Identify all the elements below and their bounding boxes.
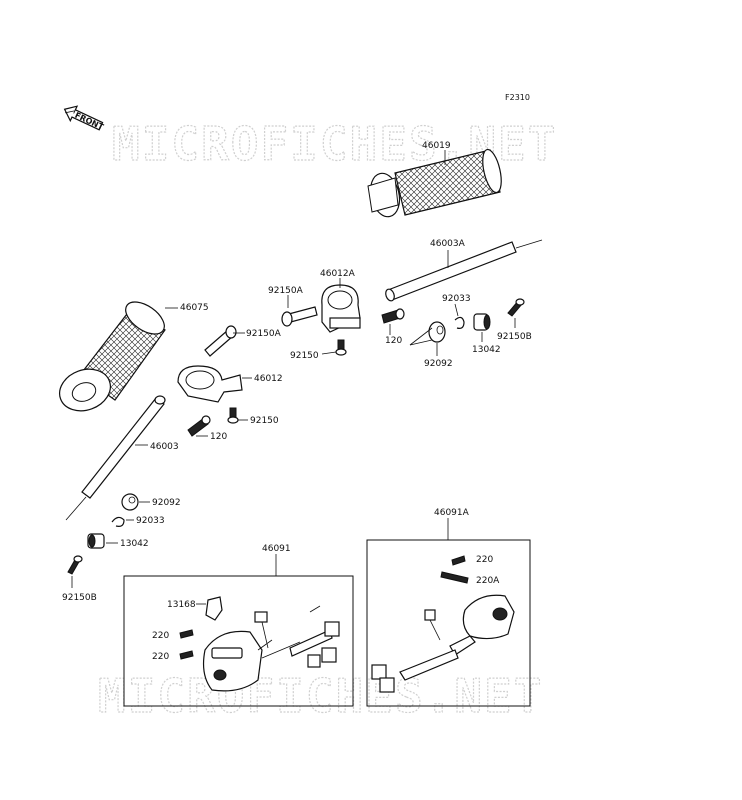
bolt-120-mid: [187, 415, 211, 437]
handlebar-46003A: [385, 239, 543, 302]
label-92150-top: 92150: [290, 351, 319, 361]
clamp-46012: [177, 365, 243, 403]
screw-220-a: [179, 629, 194, 639]
bracket-13168: [205, 596, 223, 621]
watermark-bottom: MICROFICHES.NET: [98, 669, 543, 723]
weight-13042-top: [473, 313, 491, 331]
bolt-92150A-mid: [204, 325, 237, 357]
screw-220-b: [179, 650, 194, 660]
grip-46075: [59, 301, 166, 412]
label-220-b: 220: [152, 652, 169, 662]
label-46075: 46075: [180, 303, 209, 313]
label-92033-bot: 92033: [136, 516, 165, 526]
figure-code: F2310: [505, 93, 530, 102]
label-92150-mid: 92150: [250, 416, 279, 426]
front-arrow-icon: FRONT: [63, 105, 105, 132]
label-120-mid: 120: [210, 432, 227, 442]
label-92150B-top: 92150B: [497, 332, 532, 342]
label-13042-bot: 13042: [120, 539, 149, 549]
weight-13042-bot: [87, 533, 105, 549]
label-46003A: 46003A: [430, 239, 466, 249]
screw-92150-mid: [227, 407, 239, 424]
label-46091A: 46091A: [434, 508, 470, 518]
screw-92150-top: [335, 339, 347, 356]
label-220A: 220A: [476, 576, 500, 586]
bolt-92150B-top: [507, 298, 525, 317]
assembly-box-46091: [123, 575, 354, 707]
label-92092-bot: 92092: [152, 498, 181, 508]
label-92150A-mid: 92150A: [246, 329, 282, 339]
handlebar-46003: [65, 395, 166, 521]
label-46012A: 46012A: [320, 269, 356, 279]
weight-92092-top: [409, 321, 446, 356]
bolt-92150A-top: [281, 306, 318, 327]
label-92150B-bot: 92150B: [62, 593, 97, 603]
clip-92033-top: [454, 316, 465, 329]
label-13168: 13168: [167, 600, 196, 610]
label-220-c: 220: [476, 555, 493, 565]
screw-220-c: [451, 555, 466, 566]
label-92033-top: 92033: [442, 294, 471, 304]
bolt-120-top: [381, 308, 405, 324]
label-13042-top: 13042: [472, 345, 501, 355]
label-120-top: 120: [385, 336, 402, 346]
left-switch-housing: [202, 605, 340, 692]
assembly-box-46091A: [366, 539, 531, 707]
grip-46019: [367, 148, 502, 218]
label-92092-top: 92092: [424, 359, 453, 369]
label-46003: 46003: [150, 442, 179, 452]
weight-92092-bot: [121, 493, 139, 511]
clamp-46012A: [321, 284, 361, 333]
bolt-92150B-bot: [67, 555, 83, 575]
label-46019: 46019: [422, 141, 451, 151]
label-220-a: 220: [152, 631, 169, 641]
right-switch-housing: [371, 594, 515, 693]
label-92150A-top: 92150A: [268, 286, 304, 296]
screw-220A: [440, 571, 469, 584]
front-label: FRONT: [73, 111, 105, 132]
label-46091: 46091: [262, 544, 291, 554]
clip-92033-bot: [111, 516, 125, 527]
label-46012: 46012: [254, 374, 283, 384]
